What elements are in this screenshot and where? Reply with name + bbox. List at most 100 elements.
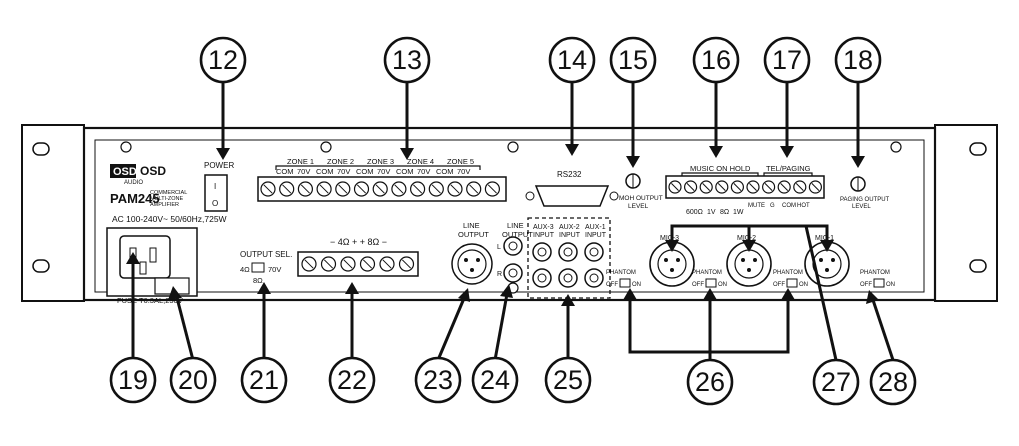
output-selector[interactable]: OUTPUT SEL. 4Ω 8Ω 70V — [240, 250, 292, 285]
callout-number: 19 — [118, 365, 148, 395]
callout-27: 27 — [812, 358, 860, 406]
rs232-label: RS232 — [557, 170, 582, 179]
output-8ohm-label: 8Ω — [253, 276, 263, 285]
callout-14: 14 — [548, 36, 596, 84]
zone-4-label: ZONE 4 — [407, 157, 434, 166]
zone-com-label: COM — [436, 167, 454, 176]
zone-com-label: COM — [356, 167, 374, 176]
svg-text:OFF: OFF — [860, 282, 872, 288]
svg-text:ON: ON — [632, 282, 641, 288]
model-name: PAM245 — [110, 191, 160, 206]
moh-term-8ohm: 8Ω — [720, 209, 729, 216]
mic-label: MIC-2 — [737, 235, 756, 242]
callout-15: 15 — [609, 36, 657, 84]
zone-3-label: ZONE 3 — [367, 157, 394, 166]
callout-17: 17 — [763, 36, 811, 84]
svg-text:ON: ON — [886, 282, 895, 288]
zone-1-label: ZONE 1 — [287, 157, 314, 166]
model-desc-3: AMPLIFIER — [150, 202, 179, 208]
power-switch[interactable]: POWER I O — [204, 161, 234, 212]
tel-term-mute: MUTE — [748, 203, 765, 209]
mic-input-3: MIC-3 — [649, 235, 695, 287]
callout-number: 20 — [178, 365, 208, 395]
output-70v-label: 70V — [268, 265, 281, 274]
phantom-switch[interactable]: PHANTOM OFF ON — [860, 270, 895, 288]
callout-number: 25 — [553, 365, 583, 395]
leader-lines — [126, 82, 895, 361]
zone-com-label: COM — [276, 167, 294, 176]
callout-number: 23 — [423, 365, 453, 395]
line-out-l: L — [497, 244, 501, 251]
rack-ear-left — [21, 124, 85, 302]
mic-label: MIC-1 — [815, 235, 834, 242]
zone-5-label: ZONE 5 — [447, 157, 474, 166]
callout-18: 18 — [834, 36, 882, 84]
callout-22: 22 — [328, 356, 376, 404]
callout-20: 20 — [169, 356, 217, 404]
callout-number: 17 — [772, 45, 802, 75]
callout-number: 24 — [480, 365, 510, 395]
callout-number: 15 — [618, 45, 648, 75]
zone-70v-label: 70V — [457, 167, 470, 176]
svg-text:PHANTOM: PHANTOM — [692, 270, 722, 276]
callout-number: 14 — [557, 45, 587, 75]
callout-19: 19 — [109, 356, 157, 404]
power-on-label: I — [214, 182, 216, 191]
rs232-port: RS232 — [525, 170, 619, 207]
tel-term-hot: HOT — [797, 203, 810, 209]
svg-text:OFF: OFF — [606, 282, 618, 288]
callout-25: 25 — [544, 356, 592, 404]
line-out-r: R — [497, 271, 502, 278]
svg-text:PHANTOM: PHANTOM — [773, 270, 803, 276]
model-desc-2: MULTI-ZONE — [150, 196, 184, 202]
power-off-label: O — [212, 199, 218, 208]
model-desc-1: COMMERCIAL — [150, 190, 187, 196]
music-on-hold-label: MUSIC ON HOLD — [690, 164, 751, 173]
callout-number: 21 — [249, 365, 279, 395]
tel-term-g: G — [770, 203, 775, 209]
zone-70v-label: 70V — [417, 167, 430, 176]
brand-sub: AUDIO — [124, 180, 143, 186]
zone-com-label: COM — [396, 167, 414, 176]
phantom-switch[interactable]: PHANTOM OFF ON — [692, 270, 727, 288]
ac-spec: AC 100-240V~ 50/60Hz,725W — [112, 214, 227, 224]
svg-text:PHANTOM: PHANTOM — [860, 270, 890, 276]
callout-number: 16 — [701, 45, 731, 75]
callout-markers: 12 13 14 15 16 17 18 19 20 21 22 23 24 25 26 27 28 — [109, 36, 917, 406]
brand-logo-right: OSD — [140, 164, 166, 178]
callout-number: 22 — [337, 365, 367, 395]
callout-12: 12 — [199, 36, 247, 84]
callout-21: 21 — [240, 356, 288, 404]
callout-number: 28 — [878, 367, 908, 397]
zone-70v-label: 70V — [377, 167, 390, 176]
moh-term-1w: 1W — [733, 209, 744, 216]
ac-inlet: FUSE T6.3AL,250V — [106, 227, 198, 305]
callout-28: 28 — [869, 358, 917, 406]
zone-70v-label: 70V — [297, 167, 310, 176]
tel-term-com: COM — [782, 203, 796, 209]
callout-13: 13 — [383, 36, 431, 84]
moh-term-1v: 1V — [707, 209, 716, 216]
output-sel-label: OUTPUT SEL. — [240, 250, 292, 259]
svg-text:ON: ON — [718, 282, 727, 288]
rack-ear-right — [934, 124, 998, 302]
callout-24: 24 — [471, 356, 519, 404]
svg-text:OFF: OFF — [692, 282, 704, 288]
callout-number: 27 — [821, 367, 851, 397]
callout-26: 26 — [686, 358, 734, 406]
callout-number: 12 — [208, 45, 238, 75]
callout-number: 13 — [392, 45, 422, 75]
svg-text:ON: ON — [799, 282, 808, 288]
